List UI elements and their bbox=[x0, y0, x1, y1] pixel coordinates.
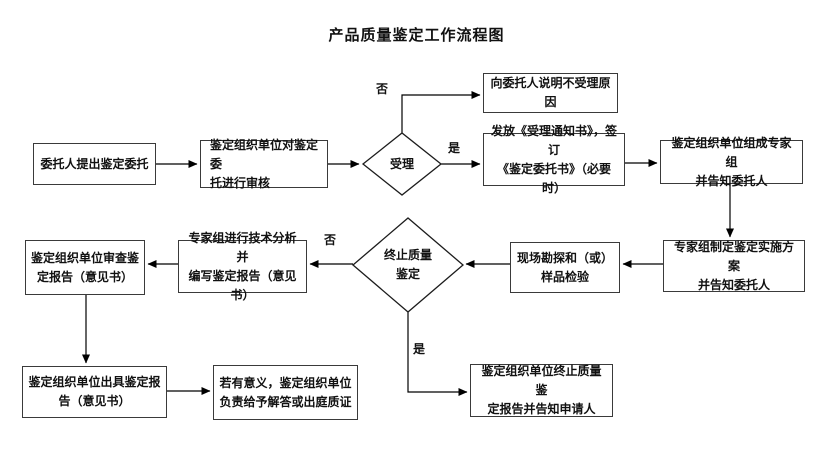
flow-node-expert-analysis: 专家组进行技术分析并 编写鉴定报告（意见书） bbox=[178, 231, 307, 302]
branch-label-terminate-no: 否 bbox=[324, 233, 337, 247]
flow-node-form-expert-group: 鉴定组织单位组成专家组 并告知委托人 bbox=[660, 136, 803, 188]
branch-label-accept-no: 否 bbox=[376, 82, 389, 96]
flow-node-site-survey: 现场勘探和（或） 样品检验 bbox=[510, 242, 620, 293]
flow-node-org-review: 鉴定组织单位对鉴定委 托进行审核 bbox=[200, 138, 328, 190]
accept-decision-diamond bbox=[361, 132, 443, 196]
edge-accept-no bbox=[401, 91, 481, 133]
flow-node-client-request: 委托人提出鉴定委托 bbox=[33, 143, 156, 185]
flow-node-terminate-report: 鉴定组织单位终止质量鉴 定报告并告知申请人 bbox=[470, 364, 613, 417]
flow-node-reject-reason: 向委托人说明不受理原因 bbox=[483, 73, 618, 113]
flow-node-issue-notice: 发放《受理通知书》，签订 《鉴定委托书》（必要时） bbox=[483, 124, 625, 195]
flow-node-issue-report: 鉴定组织单位出具鉴定报 告（意见书） bbox=[22, 366, 167, 418]
flow-node-court-testimony: 若有意义，鉴定组织单位 负责给予解答或出庭质证 bbox=[213, 365, 358, 420]
edge-terminate-yes bbox=[407, 312, 468, 396]
branch-label-accept-yes: 是 bbox=[448, 141, 461, 155]
branch-label-terminate-yes: 是 bbox=[413, 342, 426, 356]
page-title: 产品质量鉴定工作流程图 bbox=[328, 27, 505, 44]
terminate-decision-diamond bbox=[351, 217, 465, 313]
flow-node-make-plan: 专家组制定鉴定实施方案 并告知委托人 bbox=[663, 240, 805, 292]
flow-node-org-review-report: 鉴定组织单位审查鉴 定报告（意见书） bbox=[25, 240, 145, 295]
